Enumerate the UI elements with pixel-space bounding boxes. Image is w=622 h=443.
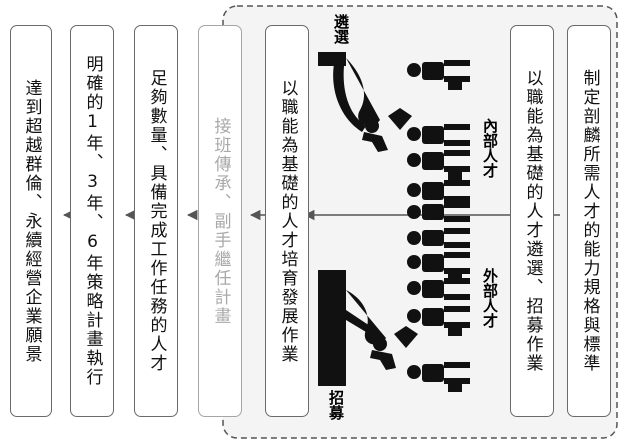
talent-sufficiency-text: 足夠數量、具備完成工作任務的人才 (146, 69, 167, 373)
external-talent-label: 外部人才 (481, 268, 499, 328)
strategy-plan-box: 明確的1年、3年、6年策略計畫執行 (70, 25, 114, 417)
talent-development-text: 以職能為基礎的人才培育發展作業 (277, 78, 298, 364)
person-figure (407, 60, 470, 90)
selection-recruitment-box: 以職能為基礎的人才遴選、招募作業 (510, 25, 554, 417)
person-figure (407, 306, 470, 336)
goal-vision-box: 達到超越群倫、永續經營企業願景 (10, 25, 52, 417)
external-talent-figures (407, 228, 470, 392)
talent-development-box: 以職能為基礎的人才培育發展作業 (265, 25, 309, 417)
goal-vision-text: 達到超越群倫、永續經營企業願景 (21, 78, 42, 364)
selection-recruitment-text: 以職能為基礎的人才遴選、招募作業 (522, 69, 543, 373)
person-figure (407, 202, 470, 222)
person-figure (407, 180, 470, 202)
person-figure (407, 362, 470, 392)
internal-talent-figures (407, 60, 470, 222)
competency-standard-box: 制定剖麟所需人才的能力規格與標準 (567, 25, 611, 417)
talent-sufficiency-box: 足夠數量、具備完成工作任務的人才 (134, 25, 178, 417)
hand-puppet-illustration-lower (318, 270, 418, 386)
hand-puppet-illustration-upper (318, 52, 412, 152)
internal-talent-label: 內部人才 (481, 118, 499, 178)
selection-label: 遴選 (332, 14, 350, 44)
person-figure (407, 228, 470, 248)
person-figure (407, 150, 470, 180)
person-figure (407, 278, 470, 300)
person-figure (407, 124, 470, 146)
succession-plan-box: 接班傳承、副手繼任計畫 (198, 25, 242, 417)
strategy-plan-text: 明確的1年、3年、6年策略計畫執行 (82, 55, 103, 387)
recruitment-label: 招募 (327, 390, 345, 420)
competency-standard-text: 制定剖麟所需人才的能力規格與標準 (579, 69, 600, 373)
succession-plan-text: 接班傳承、副手繼任計畫 (210, 116, 231, 326)
